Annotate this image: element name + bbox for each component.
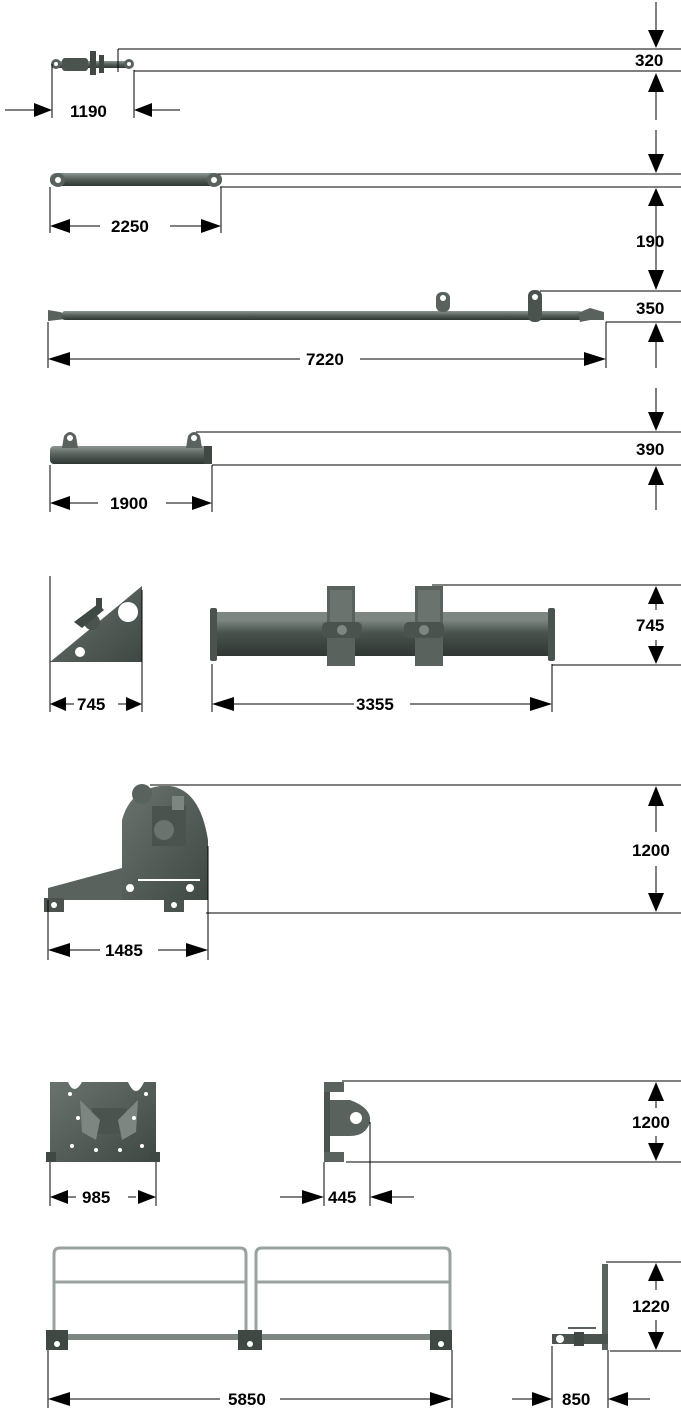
part-5-height-label: 745 <box>636 616 664 635</box>
part-7-dimension-lines <box>49 1080 681 1206</box>
part-5-dimension-lines <box>49 576 681 712</box>
part-8-side-view <box>552 1264 608 1350</box>
part-1-rod <box>51 51 134 75</box>
part-6-height-label: 1200 <box>632 841 670 860</box>
part-3-length-label: 7220 <box>306 350 344 369</box>
part-5-beam <box>210 586 555 666</box>
part-7-base-plate-front <box>46 1082 160 1162</box>
part-5-side-width-label: 745 <box>77 695 105 714</box>
part-4-cylinder <box>50 432 212 464</box>
part-2-length-label: 2250 <box>111 217 149 236</box>
part-3-boom <box>48 290 604 322</box>
part-4-height-label: 390 <box>636 440 664 459</box>
part-2-dimension-lines <box>49 130 681 290</box>
part-7-side-view <box>324 1082 371 1162</box>
part-6-winch-frame <box>44 784 208 912</box>
part-8-height-label: 1220 <box>632 1297 670 1316</box>
part-7-width-label: 985 <box>82 1188 110 1207</box>
part-4-dimension-lines <box>49 388 681 512</box>
part-8-depth-label: 850 <box>562 1390 590 1409</box>
part-5-length-label: 3355 <box>356 695 394 714</box>
part-7-depth-label: 445 <box>328 1188 356 1207</box>
part-3-dimension-lines <box>47 290 681 368</box>
part-1-length-label: 1190 <box>70 102 107 121</box>
part-8-dimension-lines <box>47 1261 681 1408</box>
part-1-length-dimension <box>5 64 180 118</box>
part-8-length-label: 5850 <box>228 1390 266 1409</box>
part-1-height-label: 320 <box>635 51 663 70</box>
gap-2-3-label: 190 <box>636 232 664 251</box>
part-3-height-label: 350 <box>636 299 664 318</box>
part-6-length-label: 1485 <box>105 941 143 960</box>
part-5-side-bracket <box>50 586 142 662</box>
part-2-strut <box>50 173 222 187</box>
part-4-length-label: 1900 <box>110 494 148 513</box>
part-6-dimension-lines <box>47 784 681 960</box>
part-8-railing-walkway <box>46 1246 452 1350</box>
part-1-height-dimension <box>117 2 681 120</box>
part-7-height-label: 1200 <box>632 1113 670 1132</box>
